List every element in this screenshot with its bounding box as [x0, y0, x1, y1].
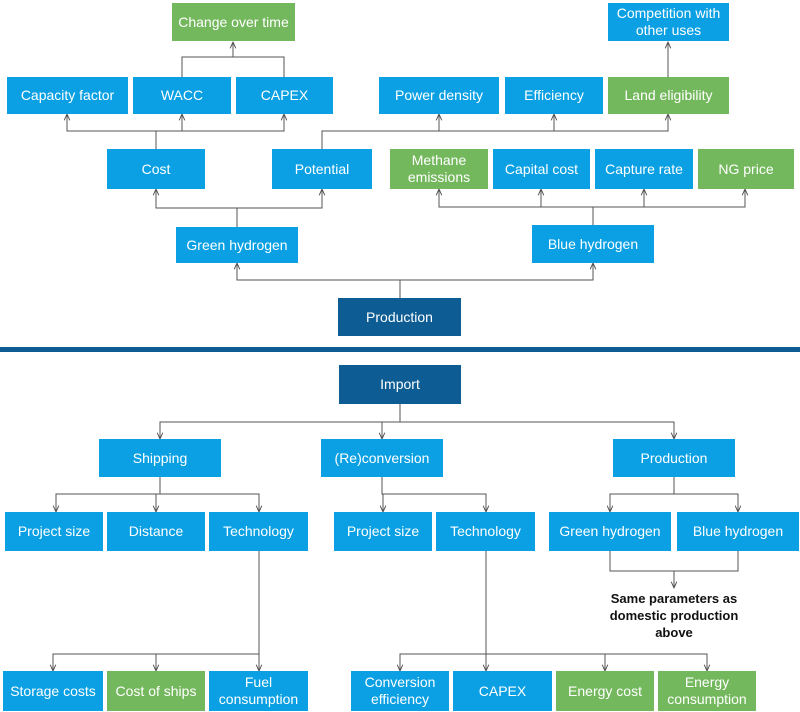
reconversion-project-size-label: Project size	[346, 523, 420, 539]
land-eligibility-box: Land eligibility	[608, 77, 729, 114]
reconversion-capex-label: CAPEX	[478, 682, 527, 699]
capex-box: CAPEX	[236, 77, 333, 114]
same-parameters-note-text: Same parameters as domestic production a…	[609, 591, 739, 640]
storage-costs-box: Storage costs	[3, 671, 103, 711]
competition-label: Competition with other uses	[616, 5, 721, 38]
wacc-label: WACC	[160, 87, 204, 103]
conversion-efficiency-box: Conversion efficiency	[351, 671, 449, 711]
efficiency-label: Efficiency	[524, 87, 584, 103]
import-root-box: Import	[339, 365, 461, 404]
production-root-label: Production	[366, 308, 433, 325]
distance-box: Distance	[107, 512, 205, 551]
shipping-technology-label: Technology	[223, 523, 294, 539]
energy-consumption-label: Energy consumption	[667, 674, 747, 707]
import-blue-hydrogen-box: Blue hydrogen	[677, 512, 799, 551]
shipping-label: Shipping	[132, 449, 188, 466]
cost-of-ships-label: Cost of ships	[115, 682, 197, 699]
change-over-time-box: Change over time	[172, 3, 295, 41]
fuel-consumption-label: Fuel consumption	[218, 674, 299, 707]
same-parameters-note: Same parameters as domestic production a…	[604, 590, 744, 641]
wacc-box: WACC	[133, 77, 231, 114]
reconversion-label: (Re)conversion	[334, 449, 430, 466]
green-hydrogen-box: Green hydrogen	[176, 227, 298, 263]
power-density-box: Power density	[379, 77, 499, 114]
fuel-consumption-box: Fuel consumption	[209, 671, 308, 711]
reconversion-capex-box: CAPEX	[453, 671, 552, 711]
distance-label: Distance	[128, 523, 184, 539]
ng-price-box: NG price	[698, 149, 794, 189]
import-green-hydrogen-box: Green hydrogen	[549, 512, 671, 551]
capture-rate-label: Capture rate	[605, 160, 683, 177]
import-production-box: Production	[613, 439, 735, 477]
efficiency-box: Efficiency	[505, 77, 603, 114]
power-density-label: Power density	[395, 87, 483, 103]
competition-box: Competition with other uses	[608, 3, 729, 41]
cost-of-ships-box: Cost of ships	[107, 671, 205, 711]
capacity-factor-box: Capacity factor	[7, 77, 128, 114]
capital-cost-label: Capital cost	[504, 160, 579, 177]
storage-costs-label: Storage costs	[10, 682, 96, 699]
reconversion-technology-label: Technology	[450, 523, 521, 539]
potential-label: Potential	[294, 160, 350, 177]
shipping-box: Shipping	[99, 439, 221, 477]
ng-price-label: NG price	[718, 160, 774, 177]
methane-emissions-box: Methane emissions	[390, 149, 488, 189]
potential-box: Potential	[272, 149, 372, 189]
capture-rate-box: Capture rate	[595, 149, 693, 189]
production-root-box: Production	[338, 298, 461, 336]
capital-cost-box: Capital cost	[493, 149, 590, 189]
energy-consumption-box: Energy consumption	[658, 671, 756, 711]
cost-label: Cost	[141, 160, 171, 177]
section-divider	[0, 347, 800, 352]
methane-emissions-label: Methane emissions	[407, 152, 471, 185]
reconversion-box: (Re)conversion	[321, 439, 443, 477]
capex-label: CAPEX	[260, 87, 309, 103]
capacity-factor-label: Capacity factor	[20, 87, 115, 103]
shipping-project-size-box: Project size	[5, 512, 103, 551]
land-eligibility-label: Land eligibility	[624, 87, 713, 103]
reconversion-project-size-box: Project size	[334, 512, 432, 551]
import-blue-hydrogen-label: Blue hydrogen	[692, 523, 784, 539]
import-green-hydrogen-label: Green hydrogen	[559, 523, 661, 539]
conversion-efficiency-label: Conversion efficiency	[364, 674, 436, 707]
shipping-technology-box: Technology	[209, 512, 308, 551]
energy-cost-label: Energy cost	[568, 682, 642, 699]
import-production-label: Production	[640, 449, 708, 466]
green-hydrogen-label: Green hydrogen	[186, 236, 288, 253]
reconversion-technology-box: Technology	[436, 512, 535, 551]
shipping-project-size-label: Project size	[17, 523, 91, 539]
blue-hydrogen-label: Blue hydrogen	[547, 235, 639, 252]
blue-hydrogen-box: Blue hydrogen	[532, 225, 654, 263]
change-over-time-label: Change over time	[178, 13, 289, 30]
import-root-label: Import	[380, 376, 420, 392]
energy-cost-box: Energy cost	[556, 671, 654, 711]
cost-box: Cost	[107, 149, 205, 189]
